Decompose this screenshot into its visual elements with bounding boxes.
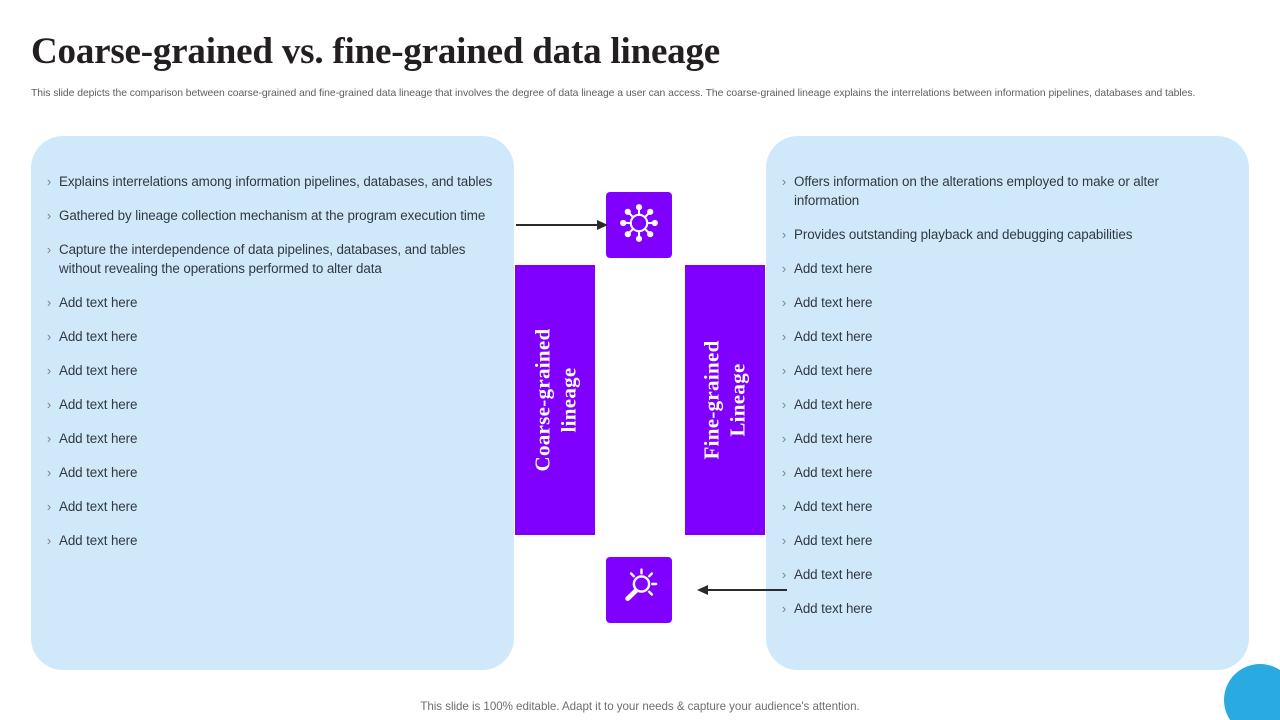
fine-grained-bullet-list: › Offers information on the alterations e… <box>766 172 1249 618</box>
page-subtitle: This slide depicts the comparison betwee… <box>31 88 1196 99</box>
list-item[interactable]: › Add text here <box>39 463 494 482</box>
chevron-right-icon: › <box>781 295 787 310</box>
arrow-head <box>697 585 708 595</box>
list-item[interactable]: › Add text here <box>39 361 494 380</box>
network-hub-icon-badge <box>606 192 672 258</box>
list-item-label: Add text here <box>794 533 873 548</box>
list-item-label: Add text here <box>59 397 138 412</box>
chevron-right-icon: › <box>781 329 787 344</box>
chevron-right-icon: › <box>46 329 52 344</box>
list-item-label: Add text here <box>59 295 138 310</box>
list-item-label: Add text here <box>794 465 873 480</box>
list-item-label: Add text here <box>59 533 138 548</box>
arrow-to-magnifier-icon <box>697 584 787 596</box>
arrow-line <box>708 589 787 591</box>
fine-grained-label-bar: Fine-grained Lineage <box>685 265 765 535</box>
list-item-label: Add text here <box>794 567 873 582</box>
coarse-grained-label-line2: lineage <box>556 367 581 433</box>
chevron-right-icon: › <box>46 465 52 480</box>
chevron-right-icon: › <box>781 227 787 242</box>
chevron-right-icon: › <box>781 499 787 514</box>
list-item[interactable]: › Add text here <box>774 395 1209 414</box>
list-item-label: Add text here <box>794 431 873 446</box>
fine-grained-panel: › Offers information on the alterations e… <box>766 136 1249 670</box>
fine-grained-label-line2: Lineage <box>726 363 750 437</box>
list-item[interactable]: › Add text here <box>774 599 1209 618</box>
list-item[interactable]: › Add text here <box>39 531 494 550</box>
list-item[interactable]: › Capture the interdependence of data pip… <box>39 240 494 278</box>
list-item[interactable]: › Add text here <box>39 395 494 414</box>
coarse-grained-panel: › Explains interrelations among informati… <box>31 136 514 670</box>
list-item-label: Add text here <box>794 397 873 412</box>
list-item-label: Add text here <box>59 499 138 514</box>
fine-grained-label: Fine-grained Lineage <box>699 340 751 459</box>
list-item[interactable]: › Add text here <box>774 463 1209 482</box>
coarse-grained-label-bar: Coarse-grained lineage <box>515 265 595 535</box>
arrow-to-hub-icon <box>516 219 608 231</box>
magnifier-insight-icon <box>618 567 660 614</box>
coarse-grained-bullet-list: › Explains interrelations among informati… <box>31 172 514 550</box>
network-hub-icon <box>618 202 660 249</box>
chevron-right-icon: › <box>46 431 52 446</box>
list-item[interactable]: › Provides outstanding playback and debug… <box>774 225 1209 244</box>
page-title: Coarse-grained vs. fine-grained data lin… <box>31 31 720 72</box>
chevron-right-icon: › <box>46 174 52 189</box>
list-item-label: Gathered by lineage collection mechanism… <box>59 208 486 223</box>
chevron-right-icon: › <box>781 363 787 378</box>
coarse-grained-label-line1: Coarse-grained <box>530 328 555 472</box>
list-item-label: Add text here <box>794 499 873 514</box>
list-item[interactable]: › Add text here <box>774 327 1209 346</box>
list-item[interactable]: › Add text here <box>774 293 1209 312</box>
list-item[interactable]: › Add text here <box>774 429 1209 448</box>
list-item-label: Add text here <box>794 329 873 344</box>
chevron-right-icon: › <box>781 397 787 412</box>
list-item[interactable]: › Add text here <box>39 293 494 312</box>
list-item-label: Add text here <box>794 261 873 276</box>
magnifier-insight-icon-badge <box>606 557 672 623</box>
list-item-label: Add text here <box>794 601 873 616</box>
chevron-right-icon: › <box>781 174 787 189</box>
chevron-right-icon: › <box>781 567 787 582</box>
chevron-right-icon: › <box>781 261 787 276</box>
arrow-line <box>516 224 597 226</box>
chevron-right-icon: › <box>781 533 787 548</box>
footer-note: This slide is 100% editable. Adapt it to… <box>420 700 860 713</box>
list-item-label: Add text here <box>794 295 873 310</box>
chevron-right-icon: › <box>46 242 52 257</box>
list-item-label: Capture the interdependence of data pipe… <box>59 242 466 276</box>
coarse-grained-label: Coarse-grained lineage <box>529 328 581 471</box>
list-item-label: Offers information on the alterations em… <box>794 174 1159 208</box>
chevron-right-icon: › <box>781 601 787 616</box>
fine-grained-label-line1: Fine-grained <box>700 340 724 460</box>
list-item[interactable]: › Explains interrelations among informati… <box>39 172 494 191</box>
list-item[interactable]: › Gathered by lineage collection mechanis… <box>39 206 494 225</box>
list-item[interactable]: › Add text here <box>774 497 1209 516</box>
list-item[interactable]: › Add text here <box>774 259 1209 278</box>
list-item[interactable]: › Offers information on the alterations e… <box>774 172 1209 210</box>
chevron-right-icon: › <box>46 499 52 514</box>
list-item[interactable]: › Add text here <box>39 327 494 346</box>
list-item-label: Add text here <box>59 329 138 344</box>
corner-decoration-circle <box>1224 664 1280 720</box>
list-item-label: Explains interrelations among informatio… <box>59 174 493 189</box>
chevron-right-icon: › <box>46 295 52 310</box>
list-item[interactable]: › Add text here <box>774 531 1209 550</box>
list-item-label: Add text here <box>59 431 138 446</box>
chevron-right-icon: › <box>781 431 787 446</box>
list-item-label: Add text here <box>59 363 138 378</box>
list-item-label: Provides outstanding playback and debugg… <box>794 227 1133 242</box>
list-item[interactable]: › Add text here <box>774 361 1209 380</box>
arrow-head <box>597 220 608 230</box>
list-item-label: Add text here <box>794 363 873 378</box>
chevron-right-icon: › <box>46 533 52 548</box>
list-item[interactable]: › Add text here <box>39 497 494 516</box>
list-item[interactable]: › Add text here <box>774 565 1209 584</box>
chevron-right-icon: › <box>46 397 52 412</box>
chevron-right-icon: › <box>46 208 52 223</box>
list-item[interactable]: › Add text here <box>39 429 494 448</box>
list-item-label: Add text here <box>59 465 138 480</box>
chevron-right-icon: › <box>46 363 52 378</box>
chevron-right-icon: › <box>781 465 787 480</box>
